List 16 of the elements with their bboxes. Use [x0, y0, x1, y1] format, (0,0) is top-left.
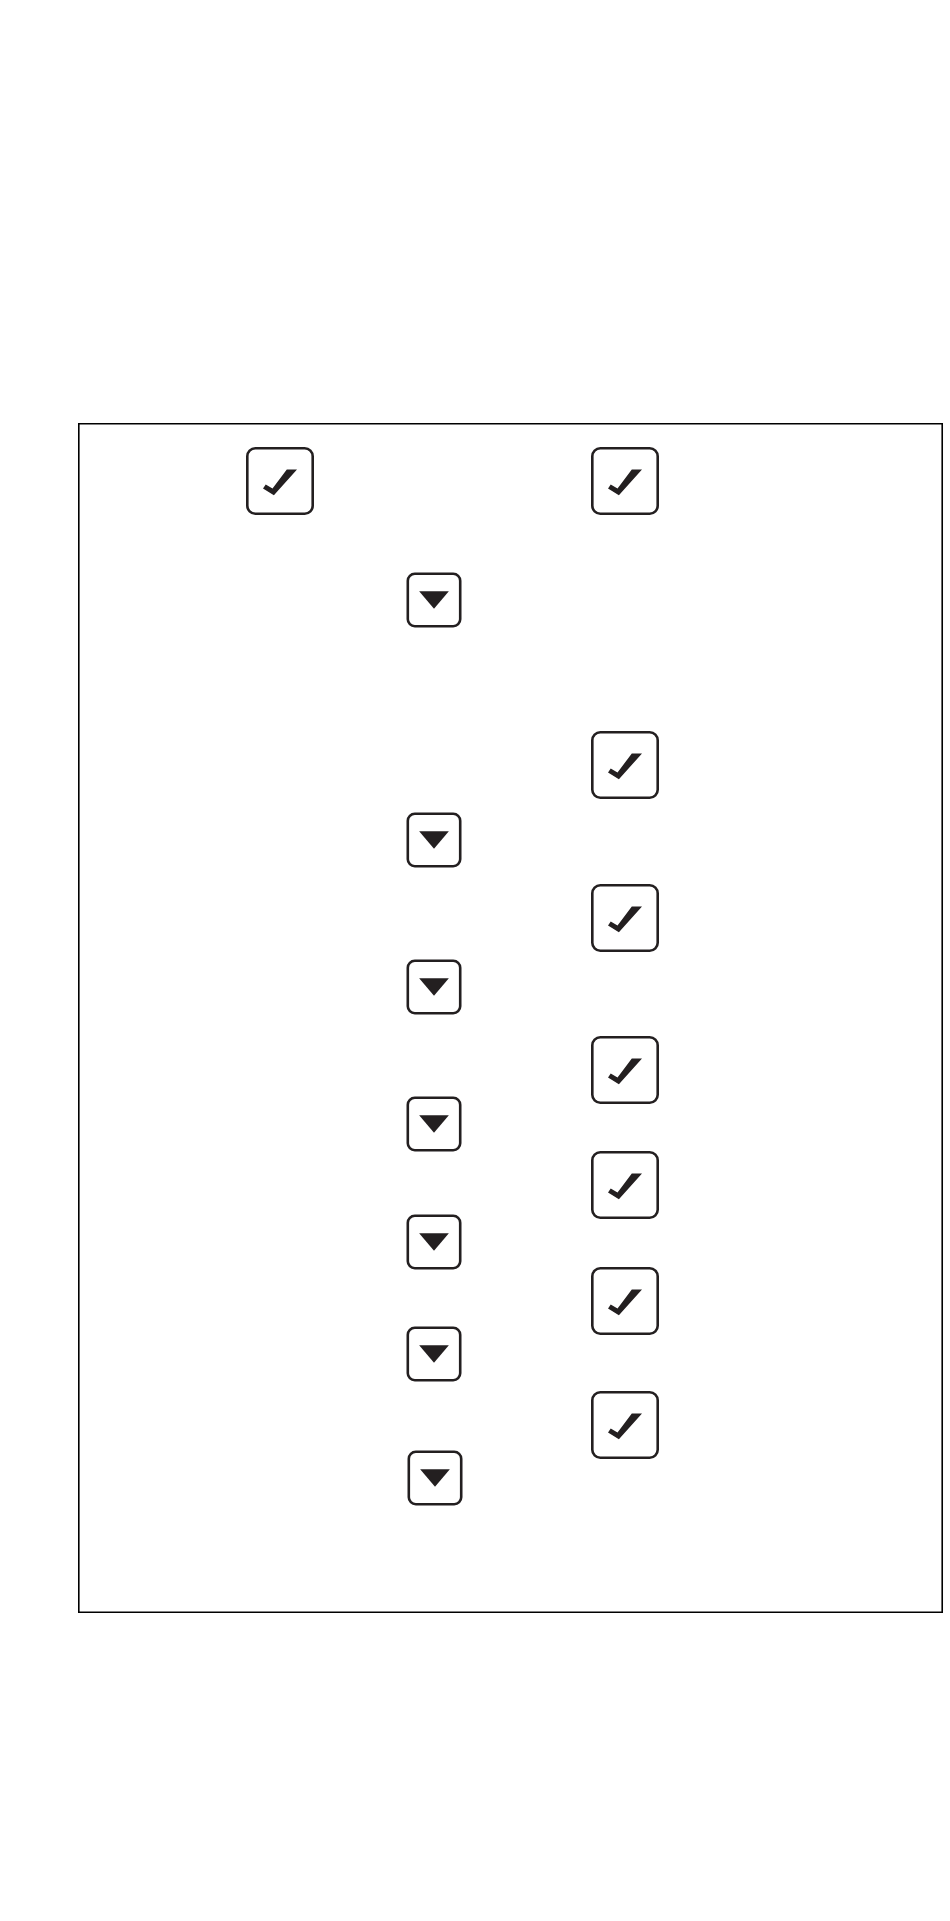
checkbox: [591, 731, 659, 799]
down-arrow-button: [406, 1096, 462, 1152]
down-arrow-button: [406, 1326, 462, 1382]
down-arrow-button: [406, 959, 462, 1015]
checkbox: [591, 1036, 659, 1104]
down-arrow-button: [406, 1214, 462, 1270]
checkbox: [591, 884, 659, 952]
down-arrow-button: [406, 812, 462, 868]
checkbox: [246, 447, 314, 515]
down-arrow-button: [406, 572, 462, 628]
checkbox: [591, 447, 659, 515]
checkbox: [591, 1151, 659, 1219]
checkbox: [591, 1391, 659, 1459]
checkbox: [591, 1267, 659, 1335]
down-arrow-button: [407, 1450, 463, 1506]
panel-frame: [78, 423, 943, 1613]
